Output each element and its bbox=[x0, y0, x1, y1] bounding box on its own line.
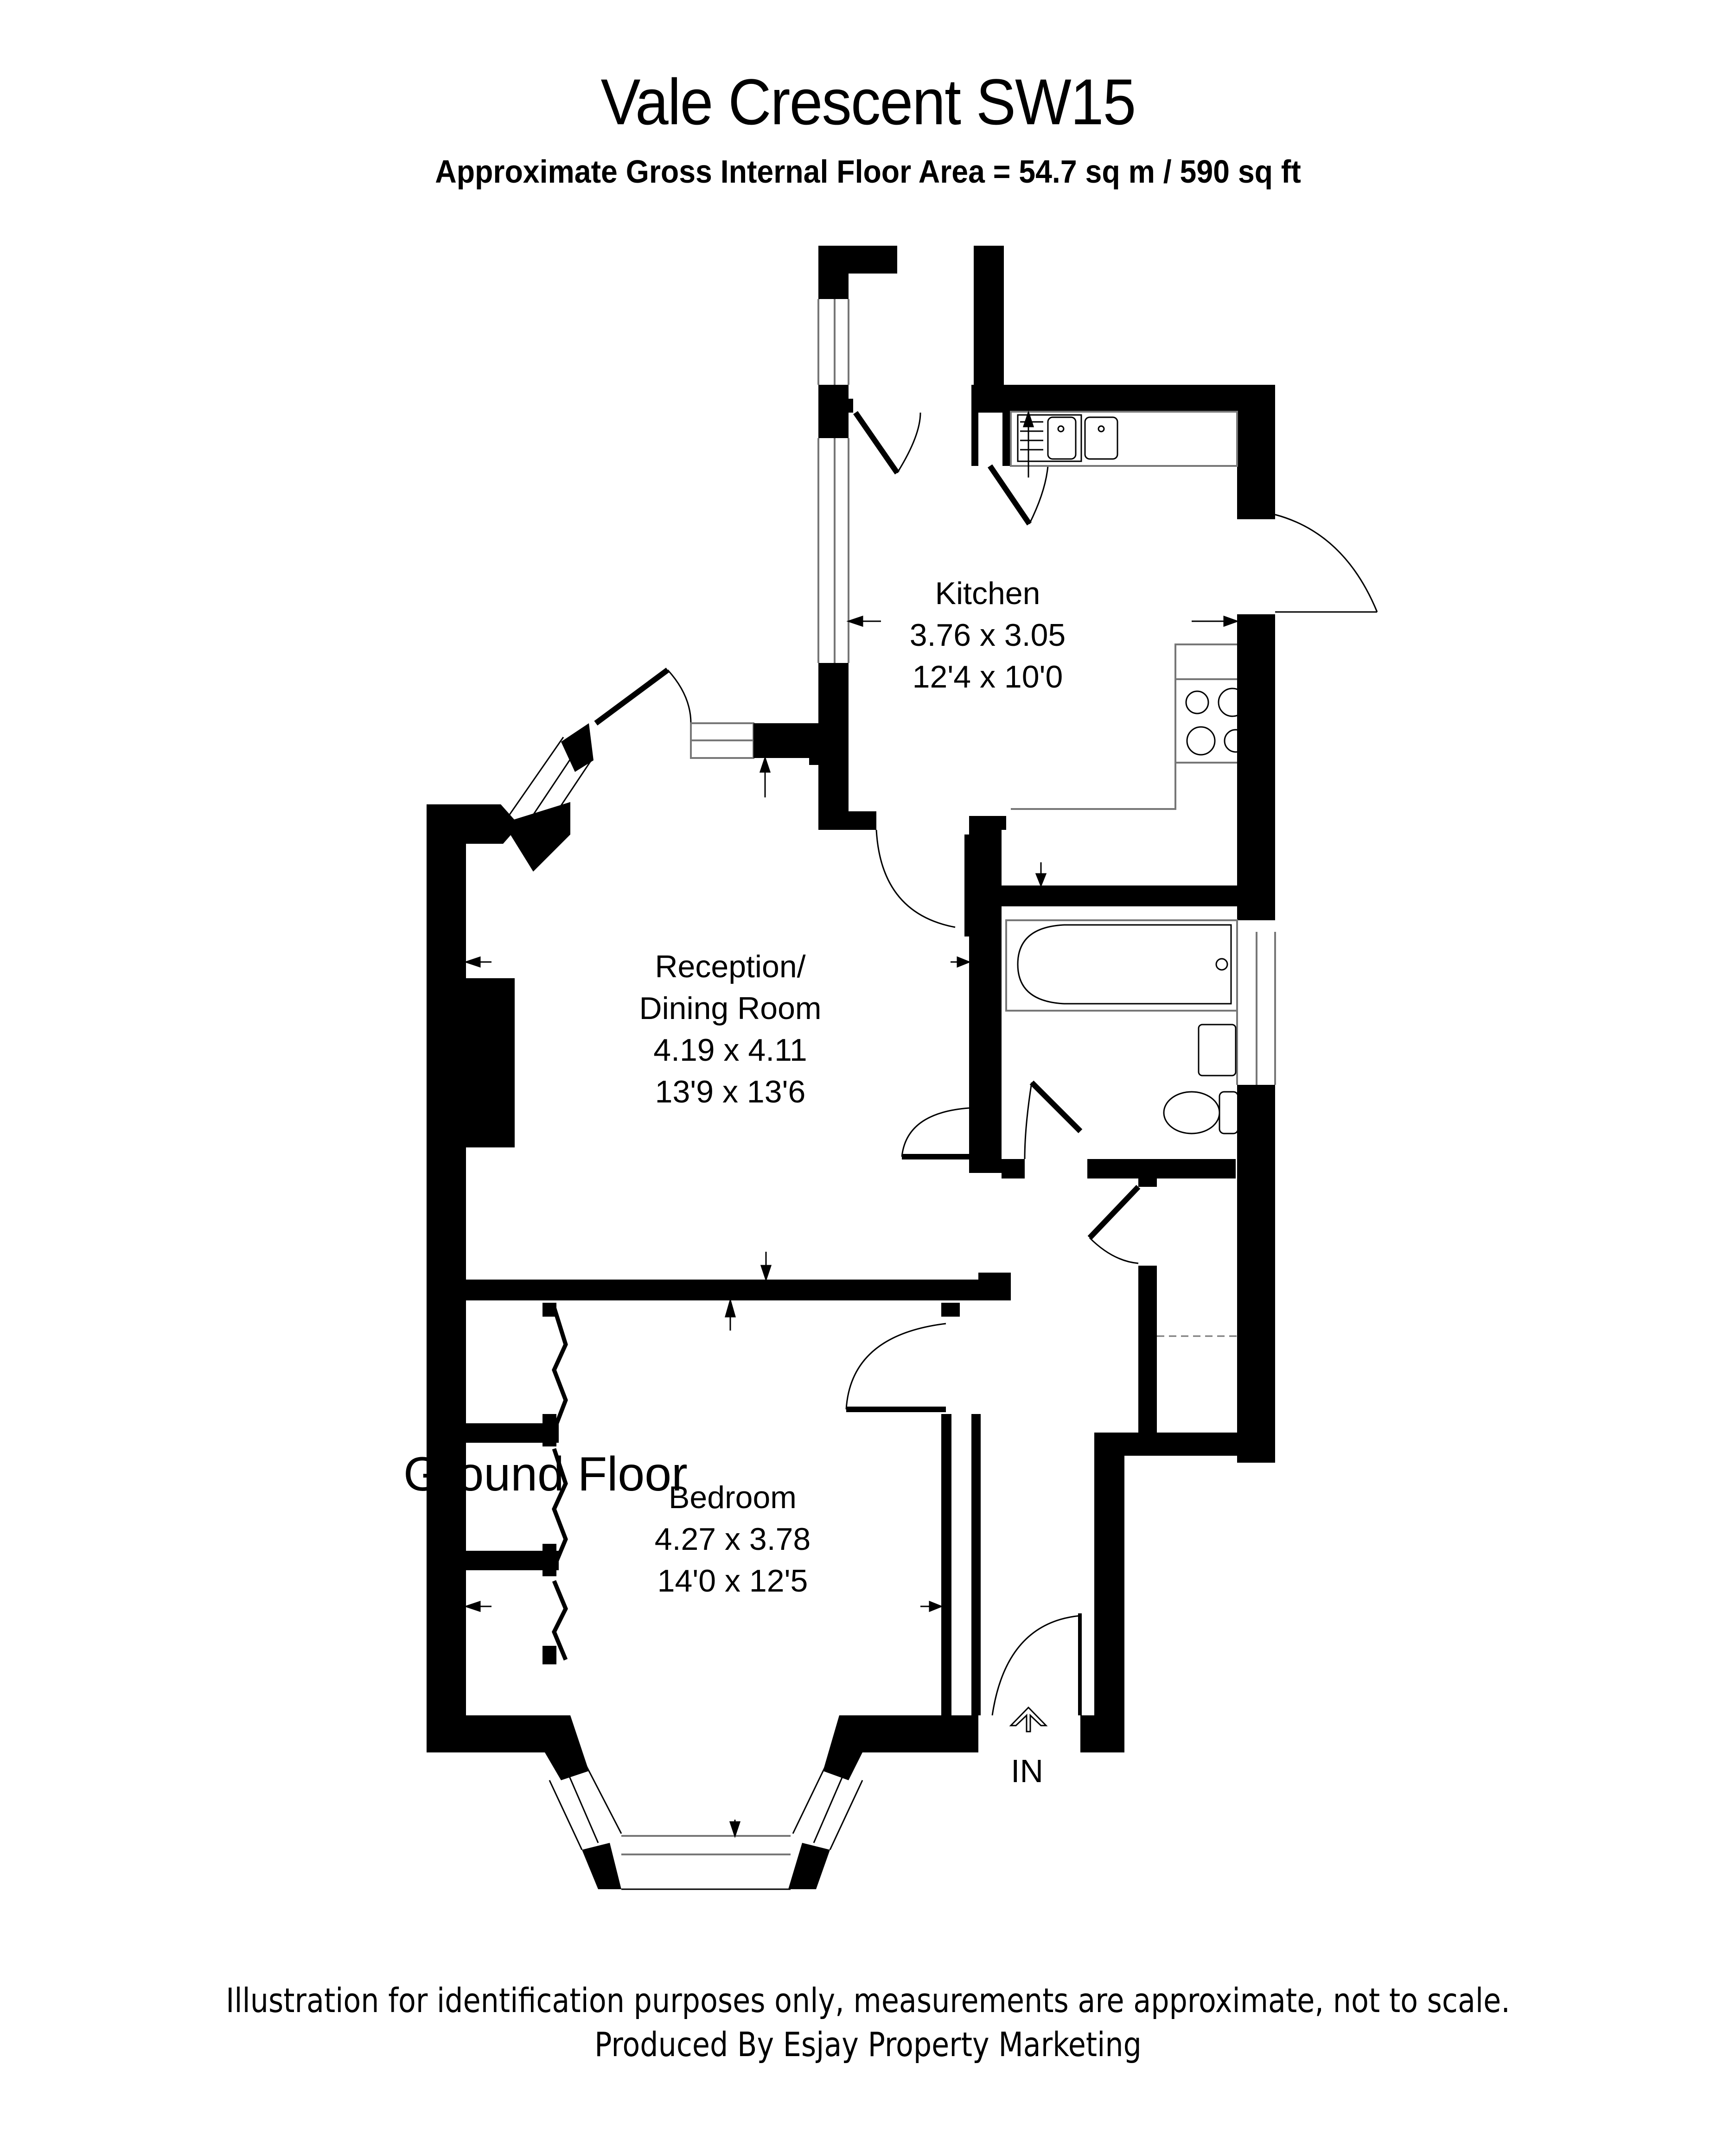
room-name-line2: Dining Room bbox=[639, 991, 822, 1026]
room-label-bedroom: Bedroom 4.27 x 3.78 14'0 x 12'5 bbox=[640, 1477, 825, 1602]
room-imperial: 13'9 x 13'6 bbox=[655, 1074, 806, 1109]
floor-label: Ground Floor bbox=[403, 1447, 688, 1501]
floor-area-subtitle: Approximate Gross Internal Floor Area = … bbox=[435, 153, 1301, 190]
doors bbox=[466, 411, 1378, 1716]
room-metric: 4.19 x 4.11 bbox=[653, 1032, 807, 1068]
room-label-kitchen: Kitchen 3.76 x 3.05 12'4 x 10'0 bbox=[895, 573, 1080, 698]
walls bbox=[427, 246, 1275, 1752]
room-imperial: 14'0 x 12'5 bbox=[657, 1563, 808, 1599]
dimension-arrows bbox=[464, 410, 1239, 1838]
room-name: Bedroom bbox=[669, 1480, 797, 1515]
entrance-label: IN bbox=[1011, 1753, 1043, 1789]
room-metric: 4.27 x 3.78 bbox=[654, 1522, 811, 1557]
bathroom-fixtures bbox=[1005, 919, 1239, 1134]
reception-window bbox=[503, 668, 823, 872]
room-name-line1: Reception/ bbox=[655, 949, 806, 984]
bay-window bbox=[545, 1715, 863, 1890]
up-arrow-icon bbox=[1009, 1706, 1048, 1733]
kitchen-fixtures bbox=[1010, 411, 1248, 810]
room-name: Kitchen bbox=[935, 576, 1040, 611]
room-metric: 3.76 x 3.05 bbox=[909, 618, 1066, 653]
producer-credit: Produced By Esjay Property Marketing bbox=[594, 2025, 1142, 2064]
room-imperial: 12'4 x 10'0 bbox=[912, 659, 1063, 694]
disclaimer-text: Illustration for identification purposes… bbox=[226, 1981, 1510, 2020]
room-label-reception: Reception/ Dining Room 4.19 x 4.11 13'9 … bbox=[603, 946, 858, 1113]
page-title: Vale Crescent SW15 bbox=[600, 65, 1136, 138]
